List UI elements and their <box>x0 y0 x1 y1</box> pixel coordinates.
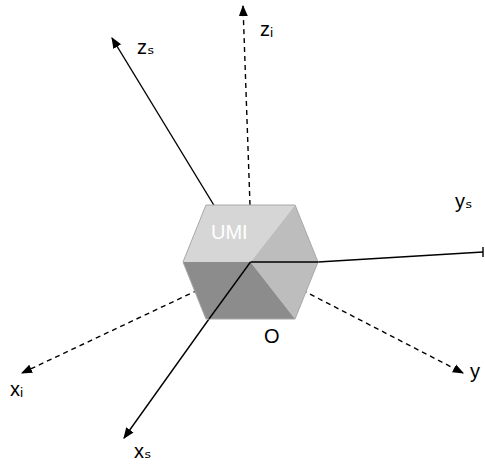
xs-axis-inner <box>209 262 251 319</box>
zs-axis <box>112 38 215 207</box>
xi-axis <box>22 290 198 373</box>
cube-bottom-face <box>183 262 295 319</box>
origin-label: O <box>264 325 280 347</box>
cube-edge <box>183 205 318 319</box>
axis-label: zₛ <box>137 36 154 58</box>
block-label: UMI <box>211 221 248 243</box>
zi-axis <box>243 6 250 205</box>
cube-outline <box>183 205 318 319</box>
ys-axis-tick <box>482 247 483 257</box>
axis-label: yₛ <box>455 190 472 212</box>
y-axis <box>302 290 463 373</box>
axis-label: xᵢ <box>10 378 23 400</box>
xs-axis <box>124 319 209 438</box>
axis-label: zᵢ <box>260 18 273 40</box>
axis-label: y <box>470 360 480 382</box>
ys-axis <box>318 252 483 262</box>
cube-block: UMI <box>183 205 318 319</box>
ys-axis-inner <box>251 261 319 262</box>
axis-label: xₛ <box>134 440 151 462</box>
